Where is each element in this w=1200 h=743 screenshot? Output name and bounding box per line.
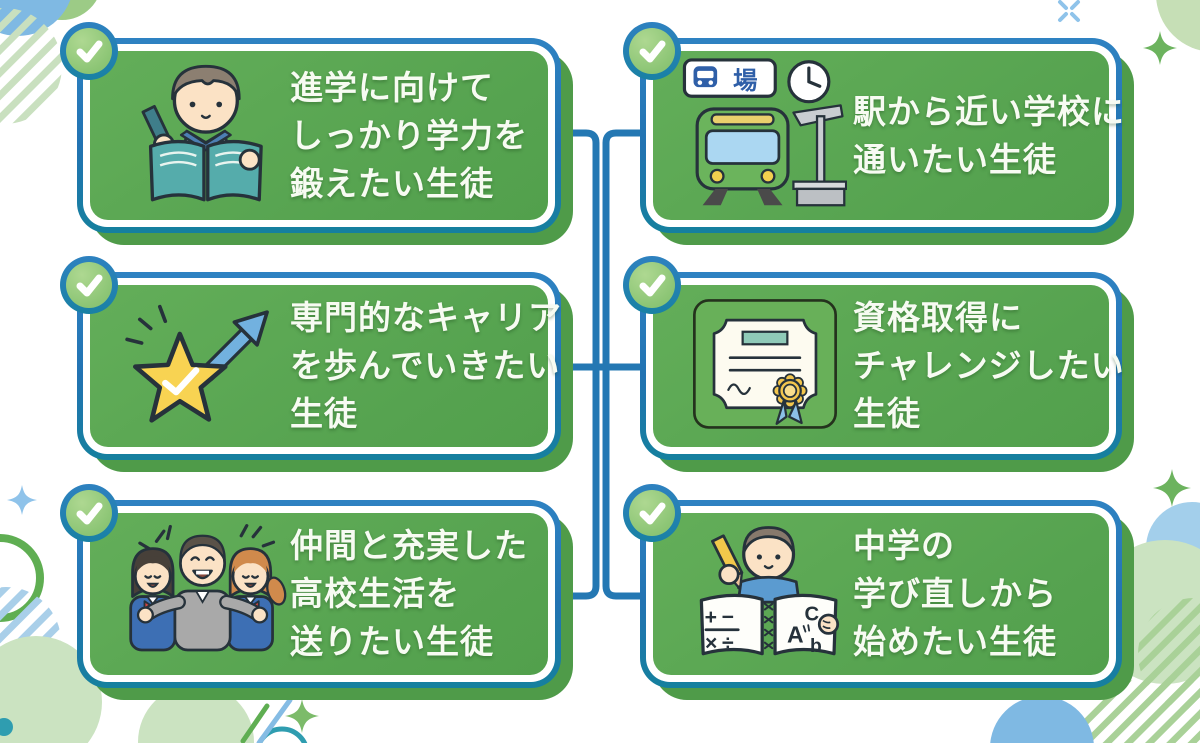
card-text-line: 仲間と充実した bbox=[290, 527, 528, 564]
card-text-line: 専門的なキャリア bbox=[290, 299, 562, 336]
checkmark-badge bbox=[60, 484, 118, 542]
certificate-icon bbox=[689, 289, 841, 444]
card-relearn: +− ×÷ C A b 中学の 学び直しから 始めたい生徒 bbox=[623, 484, 1134, 700]
checkmark-badge bbox=[623, 22, 681, 80]
card-text-line: 通いたい生徒 bbox=[853, 140, 1057, 178]
checkmark-badge bbox=[60, 22, 118, 80]
card-text: 資格取得に チャレンジしたい 生徒 bbox=[853, 285, 1125, 447]
card-text-line: 高校生活を bbox=[290, 575, 460, 612]
checkmark-badge bbox=[623, 484, 681, 542]
card-text: 進学に向けて しっかり学力を 鍛えたい生徒 bbox=[290, 51, 536, 220]
card-text-line: 生徒 bbox=[290, 395, 358, 432]
card-text-line: 中学の bbox=[853, 527, 955, 564]
card-text-line: 学び直しから bbox=[853, 575, 1057, 612]
student-reading-book-icon bbox=[122, 54, 284, 217]
card-text-line: 資格取得に bbox=[853, 299, 1023, 336]
card-near-station: 場 bbox=[623, 22, 1134, 245]
checkmark-badge bbox=[623, 256, 681, 314]
train-station-icon: 場 bbox=[679, 54, 848, 217]
check-icon bbox=[66, 28, 112, 74]
card-qualification: 資格取得に チャレンジしたい 生徒 bbox=[623, 256, 1134, 472]
sparkle-icon bbox=[1143, 31, 1177, 65]
star-arrow-icon bbox=[114, 289, 292, 444]
check-icon bbox=[66, 262, 112, 308]
card-text: 専門的なキャリア を歩んでいきたい 生徒 bbox=[290, 285, 562, 447]
sparkle-icon bbox=[1153, 469, 1191, 507]
check-icon bbox=[66, 490, 112, 536]
card-text-line: チャレンジしたい bbox=[853, 347, 1125, 384]
check-icon bbox=[629, 28, 675, 74]
decor-top-right bbox=[1058, 0, 1200, 65]
sparkle-icon bbox=[7, 485, 37, 515]
letter-a: A bbox=[787, 622, 804, 648]
card-frame: 専門的なキャリア を歩んでいきたい 生徒 bbox=[77, 272, 561, 460]
card-frame: 場 bbox=[640, 38, 1125, 233]
check-icon bbox=[629, 262, 675, 308]
card-text: 中学の 学び直しから 始めたい生徒 bbox=[853, 513, 1097, 675]
card-text-line: 駅から近い学校に bbox=[853, 92, 1125, 130]
card-text-line: 生徒 bbox=[853, 395, 921, 432]
card-frame: 仲間と充実した 高校生活を 送りたい生徒 bbox=[77, 500, 561, 688]
card-friends: 仲間と充実した 高校生活を 送りたい生徒 bbox=[60, 484, 573, 700]
card-text: 駅から近い学校に 通いたい生徒 bbox=[853, 51, 1125, 220]
card-career: 専門的なキャリア を歩んでいきたい 生徒 bbox=[60, 256, 573, 472]
check-icon bbox=[629, 490, 675, 536]
decor-left-lower bbox=[0, 485, 102, 743]
letter-b: b bbox=[810, 635, 822, 657]
math-symbols-bottom: ×÷ bbox=[705, 632, 738, 655]
card-text-line: 鍛えたい生徒 bbox=[290, 164, 494, 202]
three-students-icon bbox=[108, 516, 298, 673]
sparkle-icon bbox=[285, 699, 319, 733]
station-sign-label: 場 bbox=[733, 67, 758, 95]
card-text-line: 送りたい生徒 bbox=[290, 623, 494, 660]
letter-c: C bbox=[805, 604, 820, 626]
decor-top-left bbox=[0, 0, 97, 124]
cross-dashes-icon bbox=[1058, 0, 1080, 22]
checkmark-badge bbox=[60, 256, 118, 314]
boy-open-textbook-icon: +− ×÷ C A b bbox=[681, 516, 847, 673]
card-frame: 資格取得に チャレンジしたい 生徒 bbox=[640, 272, 1125, 460]
math-symbols-top: +− bbox=[705, 606, 739, 629]
card-frame: 進学に向けて しっかり学力を 鍛えたい生徒 bbox=[77, 38, 561, 233]
card-text-line: 進学に向けて bbox=[290, 68, 494, 106]
card-frame: +− ×÷ C A b 中学の 学び直しから 始めたい生徒 bbox=[640, 500, 1122, 688]
card-text-line: を歩んでいきたい bbox=[290, 347, 561, 384]
card-text-line: 始めたい生徒 bbox=[853, 623, 1057, 660]
card-text-line: しっかり学力を bbox=[290, 116, 528, 154]
card-text: 仲間と充実した 高校生活を 送りたい生徒 bbox=[290, 513, 536, 675]
card-academic: 進学に向けて しっかり学力を 鍛えたい生徒 bbox=[60, 22, 573, 245]
